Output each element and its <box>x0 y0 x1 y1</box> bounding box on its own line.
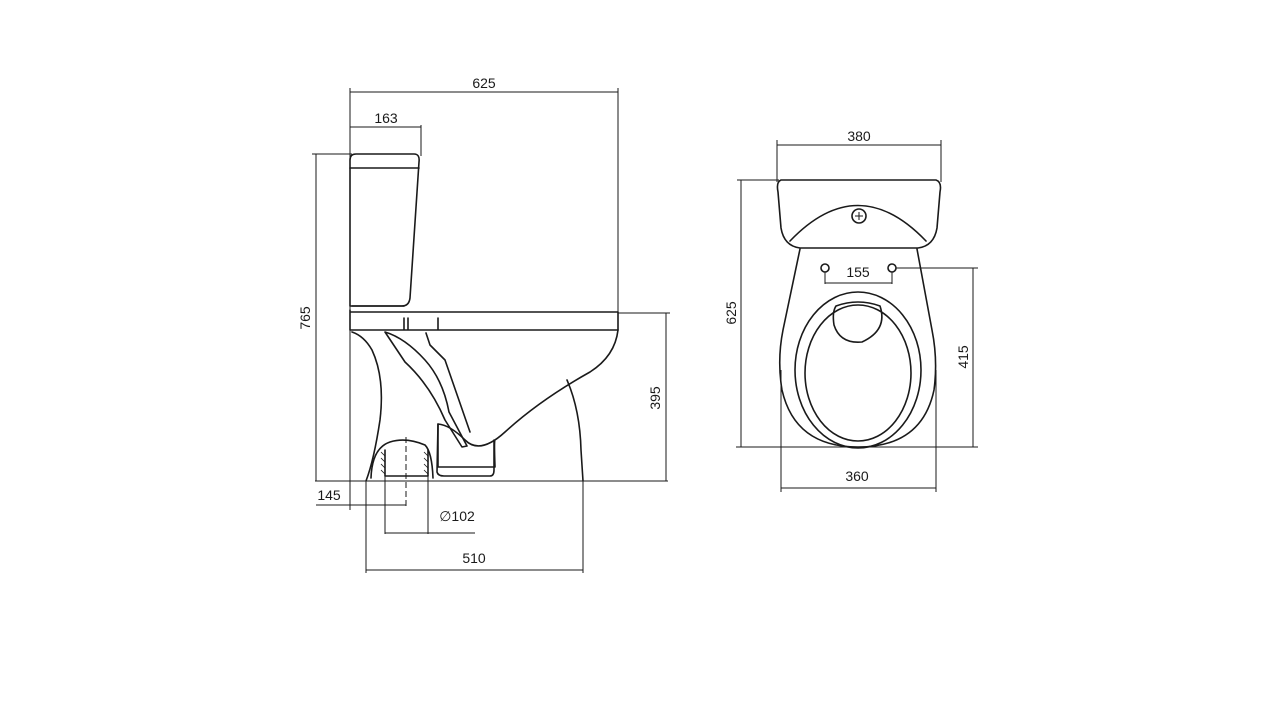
dim-label-hole-spacing: 155 <box>846 264 870 280</box>
dim-label-overall-depth: 625 <box>472 75 496 91</box>
bowl-sump <box>436 423 495 477</box>
seat-hole-left-icon <box>820 263 830 273</box>
dim-label-tank-width: 380 <box>847 128 871 144</box>
jet-channel <box>425 332 471 433</box>
dim-line-765 <box>312 153 352 481</box>
dim-line-395 <box>618 312 670 481</box>
dim-line-155 <box>824 272 893 284</box>
outlet-hatch <box>380 451 429 475</box>
tank-arc <box>789 204 927 242</box>
dim-line-163 <box>350 125 422 156</box>
dim-line-380 <box>776 140 942 182</box>
flush-button-plus <box>855 212 863 220</box>
top-view-dimensions: 380 625 155 415 360 <box>723 128 978 492</box>
seat-outer <box>794 291 922 449</box>
tank-top <box>776 179 942 249</box>
dim-line-415 <box>896 267 978 447</box>
bowl-front <box>437 329 619 468</box>
seat <box>349 305 619 331</box>
side-view-toilet-outline <box>349 153 619 482</box>
dim-line-625-top <box>737 179 779 447</box>
dim-label-outlet-offset: 145 <box>317 487 341 503</box>
dim-label-hole-to-front: 415 <box>955 345 971 369</box>
dim-line-360 <box>780 370 937 492</box>
dim-label-tank-depth: 163 <box>374 110 398 126</box>
dim-line-510 <box>365 481 584 573</box>
dim-line-102 <box>384 476 475 534</box>
dim-label-overall-height: 765 <box>297 306 313 330</box>
outlet-horn <box>370 439 434 479</box>
side-view: 625 163 765 395 145 ∅102 510 <box>297 75 670 573</box>
dim-label-base-depth: 510 <box>462 550 486 566</box>
water-surface <box>832 301 883 343</box>
side-view-dimensions: 625 163 765 395 145 ∅102 510 <box>297 75 670 573</box>
top-view: 380 625 155 415 360 <box>723 128 978 492</box>
seat-inner <box>804 304 912 442</box>
seat-hole-right-icon <box>887 263 897 273</box>
dim-label-top-overall-depth: 625 <box>723 301 739 325</box>
pedestal-back <box>351 331 383 482</box>
pedestal-front <box>566 379 584 482</box>
dim-label-bowl-width: 360 <box>845 468 869 484</box>
flush-button-icon <box>851 208 867 224</box>
tank <box>349 153 420 307</box>
top-view-toilet-outline <box>776 179 942 449</box>
dim-line-625 <box>349 88 619 312</box>
dim-line-145 <box>316 330 406 510</box>
dim-label-seat-height: 395 <box>647 386 663 410</box>
trapway <box>384 331 468 448</box>
dim-label-outlet-diameter: ∅102 <box>439 508 475 524</box>
outlet-pipe <box>384 449 429 477</box>
